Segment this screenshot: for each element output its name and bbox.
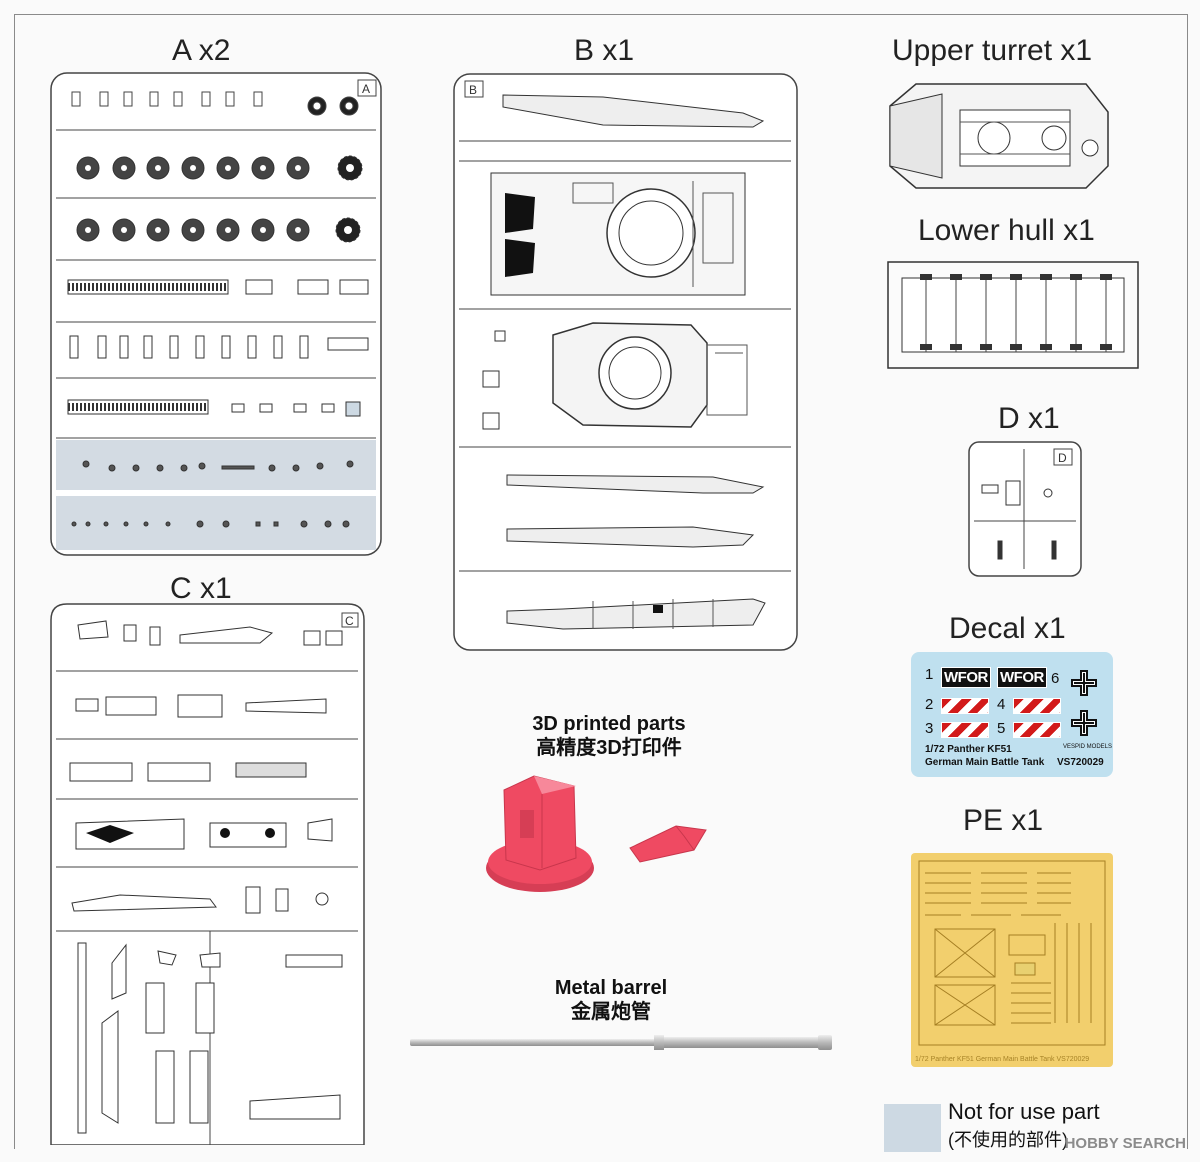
pe-header: PE x1 bbox=[963, 804, 1044, 837]
printed-parts-label-en: 3D printed parts bbox=[532, 713, 686, 735]
not-for-use-label: Not for use part (不使用的部件) bbox=[948, 1098, 1100, 1154]
decal-warning-stripe-4 bbox=[1013, 698, 1061, 714]
balkenkreuz-icon-1 bbox=[1071, 670, 1097, 696]
printed-parts-image bbox=[486, 770, 720, 892]
decal-number-4: 4 bbox=[997, 696, 1006, 713]
sprue-c-diagram: C bbox=[50, 603, 365, 1145]
decal-code: VS720029 bbox=[1057, 757, 1104, 768]
sprue-d-header: D x1 bbox=[998, 402, 1060, 435]
decal-number-3: 3 bbox=[925, 720, 934, 737]
sprue-a-diagram: A bbox=[50, 72, 382, 556]
balkenkreuz-icon-2 bbox=[1071, 710, 1097, 736]
decal-brand: VESPID MODELS bbox=[1063, 744, 1113, 750]
metal-barrel-label-en: Metal barrel bbox=[554, 977, 668, 999]
decal-warning-stripe-5 bbox=[1013, 722, 1061, 738]
not-for-use-swatch bbox=[884, 1104, 941, 1152]
decal-warning-stripe-2 bbox=[941, 698, 989, 714]
not-for-use-label-zh: (不使用的部件) bbox=[948, 1130, 1068, 1150]
decal-wfor-plate-1: WFOR bbox=[941, 667, 991, 688]
decal-wfor-plate-2: WFOR bbox=[997, 667, 1047, 688]
upper-turret-diagram bbox=[886, 82, 1112, 194]
decal-warning-stripe-3 bbox=[941, 722, 989, 738]
decal-sheet: 1 WFOR WFOR 6 2 4 3 5 1/72 Panther KF51 … bbox=[911, 652, 1113, 777]
lower-hull-header: Lower hull x1 bbox=[918, 214, 1095, 247]
lower-hull-diagram bbox=[886, 258, 1140, 372]
page-border bbox=[14, 14, 1188, 1149]
pe-fret-diagram bbox=[918, 860, 1106, 1046]
decal-number-2: 2 bbox=[925, 696, 934, 713]
metal-barrel-label-zh: 金属炮管 bbox=[571, 1001, 651, 1023]
sprue-a-header: A x2 bbox=[172, 34, 231, 67]
pe-sheet: 1/72 Panther KF51 German Main Battle Tan… bbox=[911, 853, 1113, 1067]
sprue-b-letter: B bbox=[469, 83, 477, 97]
sprue-c-letter: C bbox=[345, 614, 354, 628]
watermark: HOBBY SEARCH bbox=[1064, 1135, 1186, 1152]
pe-footer-text: 1/72 Panther KF51 German Main Battle Tan… bbox=[915, 1056, 1090, 1063]
sprue-d-letter: D bbox=[1058, 451, 1067, 465]
sprue-a-letter: A bbox=[362, 82, 370, 96]
sprue-c-header: C x1 bbox=[170, 572, 232, 605]
upper-turret-header: Upper turret x1 bbox=[892, 34, 1093, 67]
decal-balkenkreuz-icons bbox=[1071, 670, 1097, 736]
decal-number-6: 6 bbox=[1051, 670, 1060, 687]
decal-number-1: 1 bbox=[925, 666, 934, 683]
decal-title-line1: 1/72 Panther KF51 bbox=[925, 744, 1012, 755]
decal-header: Decal x1 bbox=[949, 612, 1066, 645]
sprue-d-diagram: D bbox=[968, 441, 1082, 577]
metal-barrel-image bbox=[410, 1035, 832, 1050]
printed-parts-label-zh: 高精度3D打印件 bbox=[536, 737, 682, 759]
decal-title-line2: German Main Battle Tank bbox=[925, 757, 1045, 768]
sprue-b-header: B x1 bbox=[574, 34, 635, 67]
sprue-b-diagram: B bbox=[453, 73, 798, 651]
decal-number-5: 5 bbox=[997, 720, 1006, 737]
not-for-use-label-en: Not for use part bbox=[948, 1099, 1100, 1124]
